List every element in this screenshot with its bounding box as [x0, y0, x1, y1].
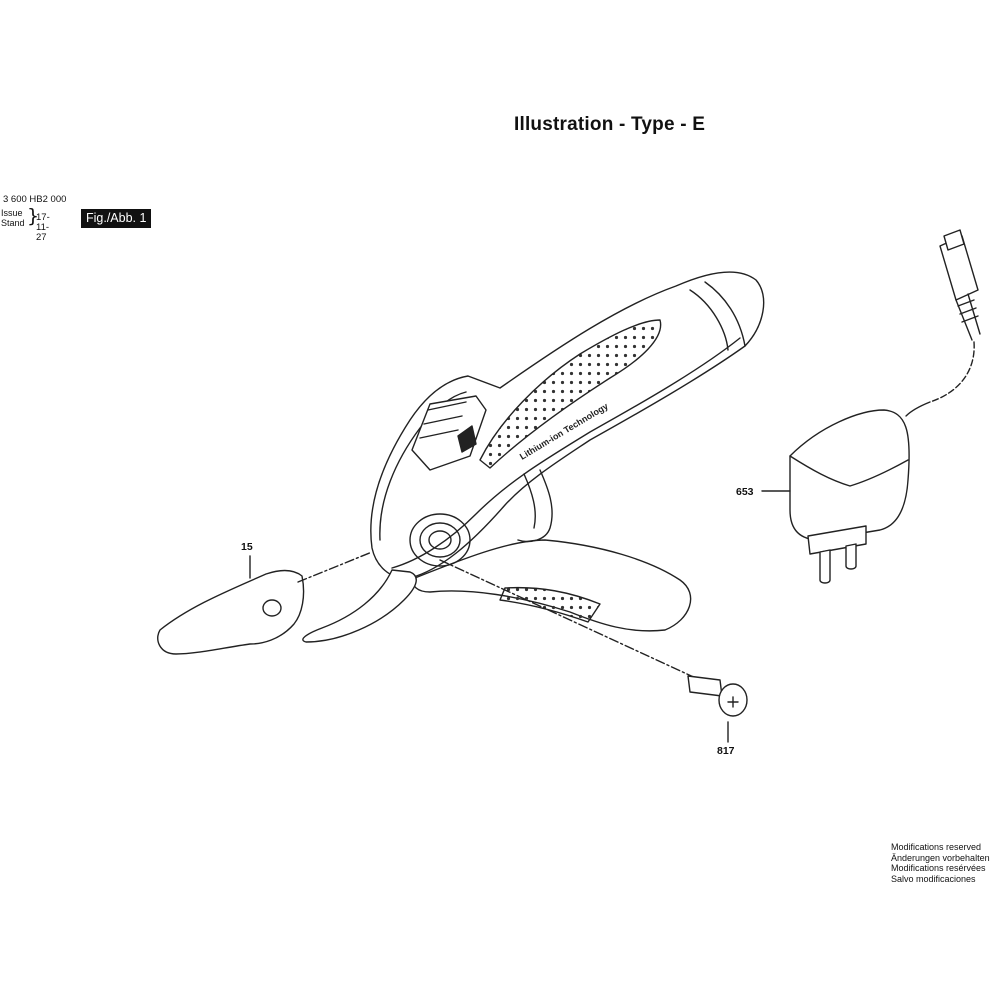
issue-stand-labels: Issue Stand: [1, 208, 25, 228]
pruning-shear: Lithium-ion Technology: [303, 272, 764, 642]
charger-face-edge: [790, 456, 908, 486]
charger-body: [790, 410, 909, 540]
blade-hole: [263, 600, 281, 616]
charger-plug-base: [808, 526, 866, 554]
usb-tip: [944, 230, 964, 250]
blade-part: [158, 571, 304, 655]
assembly-line-screw: [440, 560, 700, 680]
part-label-15: 15: [241, 541, 253, 553]
modifications-notice: Modifications reserved Änderungen vorbeh…: [891, 842, 990, 884]
grip-dotted-area: [480, 320, 661, 468]
plug-pin-left: [820, 550, 830, 583]
modifications-line: Modifications reserved: [891, 842, 982, 852]
handle-end-cap: [690, 282, 745, 350]
issue-label: Issue: [1, 208, 23, 218]
page-title: Illustration - Type - E: [514, 114, 706, 135]
brace-glyph: }: [27, 205, 40, 227]
usb-strain-relief: [956, 294, 980, 340]
issue-date: 17-11-27: [36, 212, 50, 243]
pivot-hub: [410, 514, 470, 566]
lower-handle-outline: [413, 540, 690, 631]
spring: [518, 470, 552, 542]
document-number: 3 600 HB2 000: [3, 194, 67, 205]
anvil-jaw: [303, 570, 416, 642]
plug-pin-right: [846, 544, 856, 569]
screw-part: [688, 676, 747, 716]
figure-label: Fig./Abb. 1: [81, 209, 152, 228]
lock-slider: [412, 396, 486, 470]
stand-label: Stand: [1, 218, 25, 228]
part-label-817: 817: [717, 745, 735, 757]
charger-part: [790, 230, 980, 583]
lower-handle-grip: [500, 588, 600, 622]
modifications-line: Modifications resérvées: [891, 863, 986, 873]
blade-outline: [158, 571, 304, 655]
cable-dash: [930, 342, 974, 402]
assembly-line-blade: [298, 552, 372, 582]
modifications-line: Salvo modificaciones: [891, 873, 976, 884]
upper-handle-outline: [371, 272, 764, 578]
modifications-line: Änderungen vorbehalten: [891, 852, 990, 863]
part-label-653: 653: [736, 486, 754, 498]
cable: [906, 402, 930, 416]
